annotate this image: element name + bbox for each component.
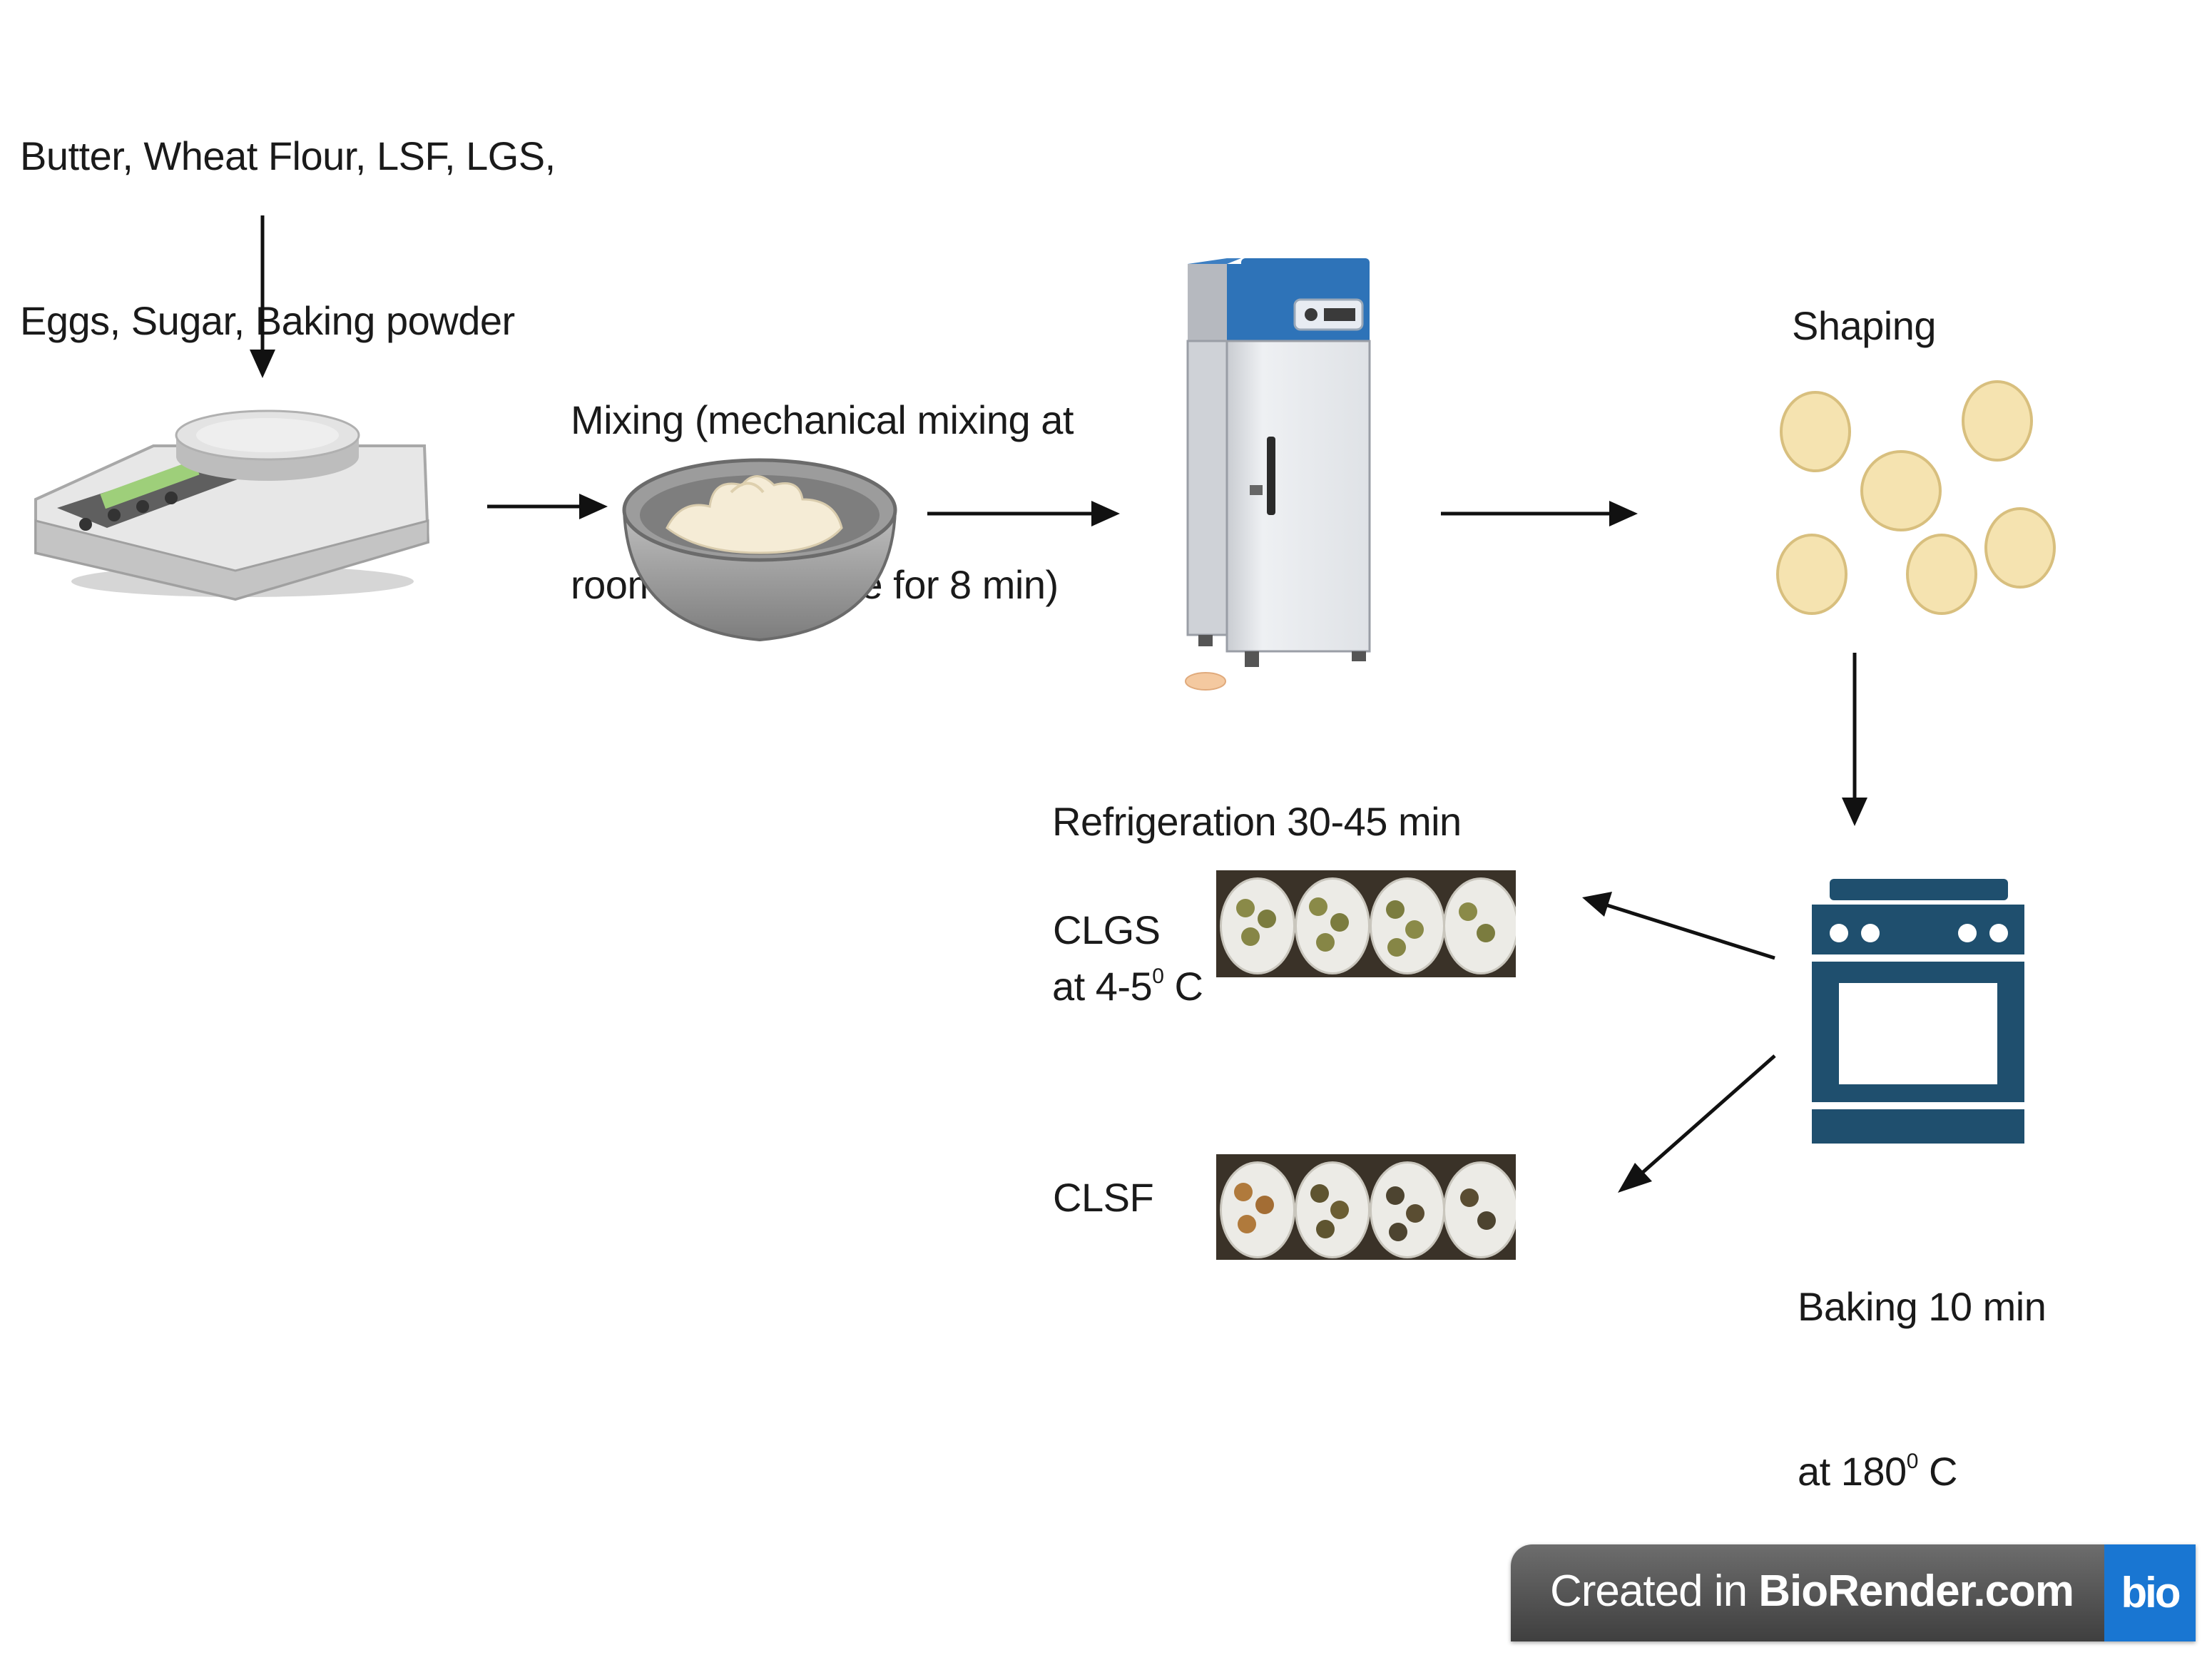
baking-line-2: at 1800 C [1798, 1449, 1957, 1495]
clgs-cookies-photo [1216, 870, 1516, 977]
dough-ball-icon [1962, 380, 2033, 462]
baking-line-1: Baking 10 min [1798, 1283, 2047, 1329]
ingredients-line-1: Butter, Wheat Flour, LSF, LGS, [20, 133, 556, 178]
ingredients-line-2: Eggs, Sugar, Baking powder [20, 298, 515, 344]
clsf-label: CLSF [1053, 1175, 1154, 1220]
ingredients-label: Butter, Wheat Flour, LSF, LGS, Eggs, Sug… [20, 18, 556, 404]
biorender-logo-icon: bio [2104, 1544, 2196, 1641]
refrigerator-icon [1185, 258, 1371, 691]
mixing-bowl-icon [622, 458, 897, 642]
shaping-label: Shaping [1792, 303, 1937, 348]
clgs-label: CLGS [1053, 907, 1161, 952]
watermark-text: Created in BioRender.com [1550, 1567, 2074, 1616]
dough-balls-icon [1776, 380, 2056, 615]
dough-ball-icon [1984, 507, 2056, 589]
arrow-oven-to-clgs-icon [1582, 892, 1775, 960]
mixing-line-1: Mixing (mechanical mixing at [571, 397, 1074, 442]
scale-icon [34, 409, 430, 601]
oven-icon [1812, 879, 2024, 1144]
clsf-cookies-photo [1216, 1154, 1516, 1260]
dough-ball-icon [1860, 450, 1942, 531]
arrow-fridge-to-shaping-icon [1441, 501, 1638, 526]
baking-label: Baking 10 min at 1800 C [1798, 1168, 2047, 1554]
arrow-scale-to-bowl-icon [487, 494, 608, 519]
arrow-bowl-to-fridge-icon [927, 501, 1120, 526]
dough-ball-icon [1906, 534, 1977, 615]
arrow-shaping-to-oven-icon [1842, 653, 1867, 826]
arrow-oven-to-clsf-icon [1618, 1054, 1776, 1193]
refrigeration-label: Refrigeration 30-45 min at 4-50 C [1052, 683, 1462, 1069]
refrigeration-line-2: at 4-50 C [1052, 964, 1203, 1009]
flow-arrows [250, 215, 1867, 1193]
refrigeration-line-1: Refrigeration 30-45 min [1052, 798, 1462, 844]
dough-ball-icon [1776, 534, 1847, 615]
dough-ball-icon [1780, 391, 1851, 472]
biorender-watermark[interactable]: Created in BioRender.com bio [1511, 1544, 2196, 1641]
arrow-ingredients-to-scale-icon [250, 215, 275, 378]
